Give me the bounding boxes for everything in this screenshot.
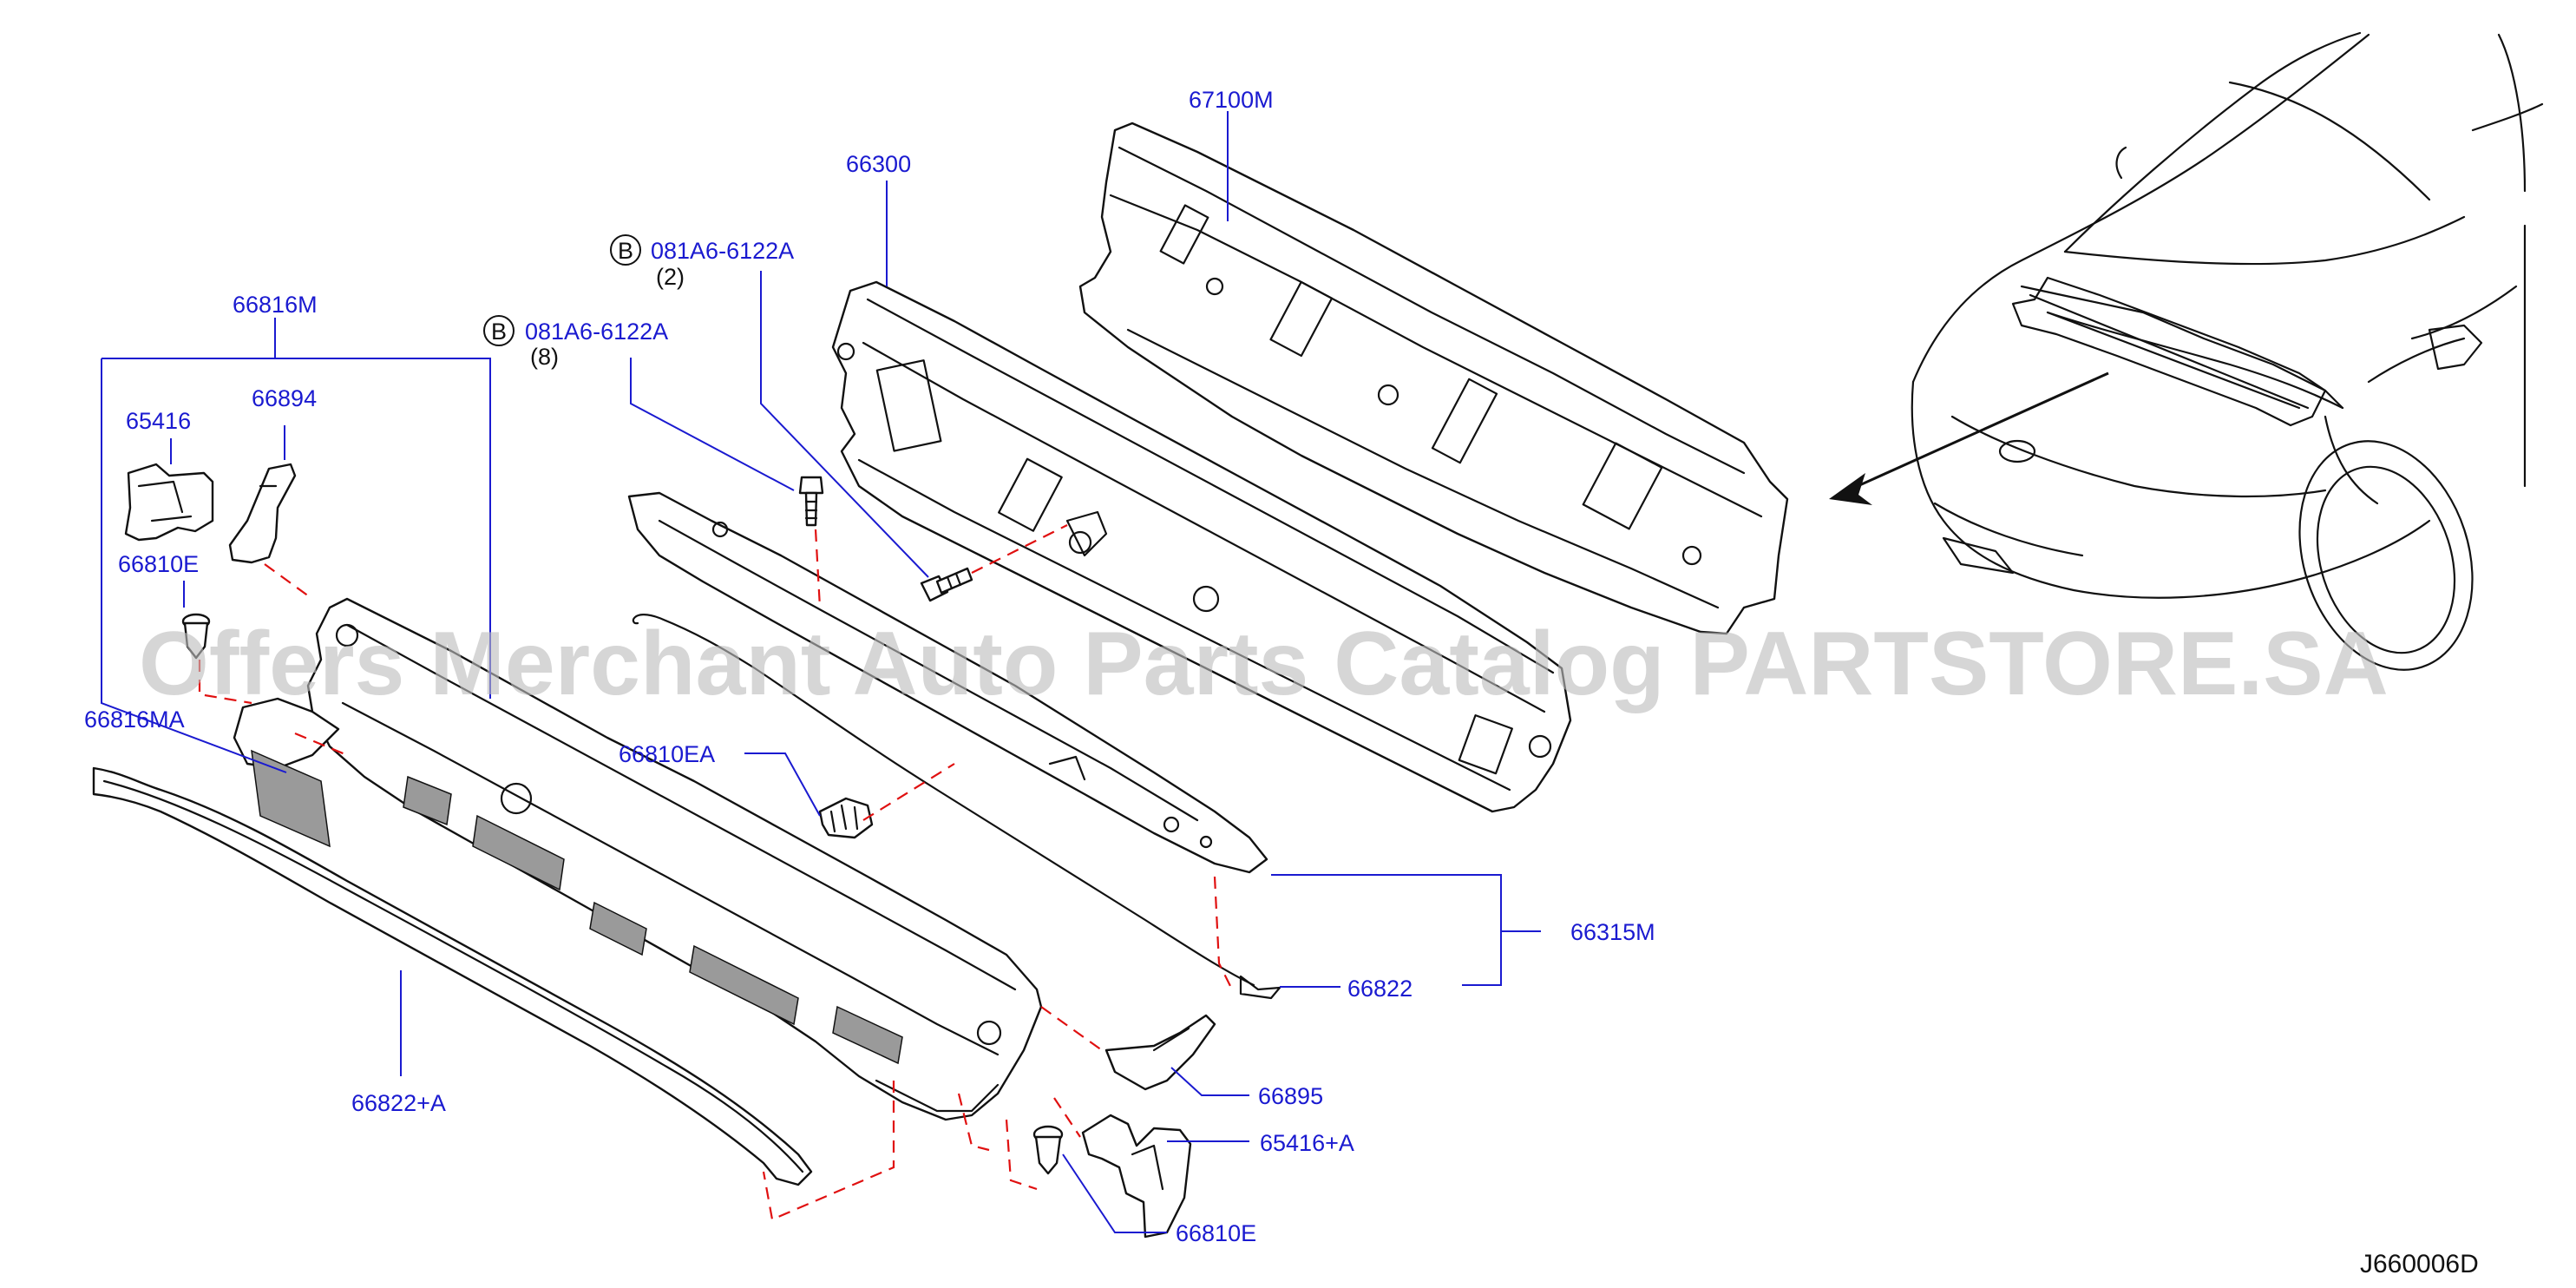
seal-piece-66894 bbox=[228, 463, 297, 564]
callout-66810e-top[interactable]: 66810E bbox=[118, 551, 199, 577]
callout-65416[interactable]: 65416 bbox=[126, 408, 191, 434]
callout-66300[interactable]: 66300 bbox=[846, 151, 911, 177]
callout-66894[interactable]: 66894 bbox=[252, 385, 317, 411]
bolt-b-quantity: (2) bbox=[656, 264, 685, 290]
leader-lines bbox=[101, 111, 1541, 1233]
diagram-code: J660006D bbox=[2360, 1250, 2479, 1278]
clip-bracket-65416a bbox=[1081, 1114, 1192, 1239]
vehicle-location-illustration bbox=[1829, 31, 2544, 671]
callout-66810ea[interactable]: 66810EA bbox=[619, 741, 715, 767]
assembly-lines bbox=[198, 524, 1233, 1221]
clip-66810e-bottom bbox=[1032, 1125, 1064, 1175]
clip-bracket-65416 bbox=[124, 463, 214, 542]
cowl-seal-66822a bbox=[92, 766, 813, 1186]
callout-bolt-081a6-6122a-qty2[interactable]: B 081A6-6122A (2) bbox=[610, 234, 794, 290]
seal-piece-66895 bbox=[1104, 1014, 1216, 1091]
callout-67100m[interactable]: 67100M bbox=[1189, 87, 1274, 113]
cowl-top-cover-66816m bbox=[306, 597, 1043, 1121]
bolt-b-letter: B bbox=[618, 238, 633, 264]
bolt-b-quantity: (8) bbox=[530, 344, 559, 370]
bolt-081a6-6122a-lower bbox=[920, 567, 973, 602]
callout-66810e-bottom[interactable]: 66810E bbox=[1176, 1220, 1256, 1246]
bolt-b-part-number: 081A6-6122A bbox=[651, 238, 794, 264]
clip-66810e-top bbox=[181, 613, 211, 660]
callout-66822a[interactable]: 66822+A bbox=[351, 1090, 446, 1116]
bolt-b-letter: B bbox=[491, 319, 507, 345]
callout-66816m[interactable]: 66816M bbox=[233, 292, 318, 318]
bolt-b-part-number: 081A6-6122A bbox=[525, 319, 668, 345]
cowl-top-panel-67100m bbox=[1078, 122, 1789, 635]
callout-65416a[interactable]: 65416+A bbox=[1260, 1130, 1354, 1156]
callout-66822[interactable]: 66822 bbox=[1347, 976, 1413, 1002]
cover-grille-66816ma bbox=[233, 697, 340, 848]
bolt-081a6-6122a-upper bbox=[798, 476, 824, 527]
clip-66810ea bbox=[818, 797, 874, 839]
watermark: Offers Merchant Auto Parts Catalog PARTS… bbox=[139, 614, 2389, 714]
cowl-extension-66315m bbox=[627, 491, 1268, 874]
callout-66315m[interactable]: 66315M bbox=[1570, 919, 1655, 945]
drain-hose-66822 bbox=[632, 614, 1281, 1000]
cowl-top-66300 bbox=[831, 280, 1572, 813]
callout-bolt-081a6-6122a-qty8[interactable]: B 081A6-6122A (8) bbox=[483, 315, 668, 370]
callout-66816ma[interactable]: 66816MA bbox=[84, 706, 185, 733]
callout-66895[interactable]: 66895 bbox=[1258, 1083, 1323, 1109]
